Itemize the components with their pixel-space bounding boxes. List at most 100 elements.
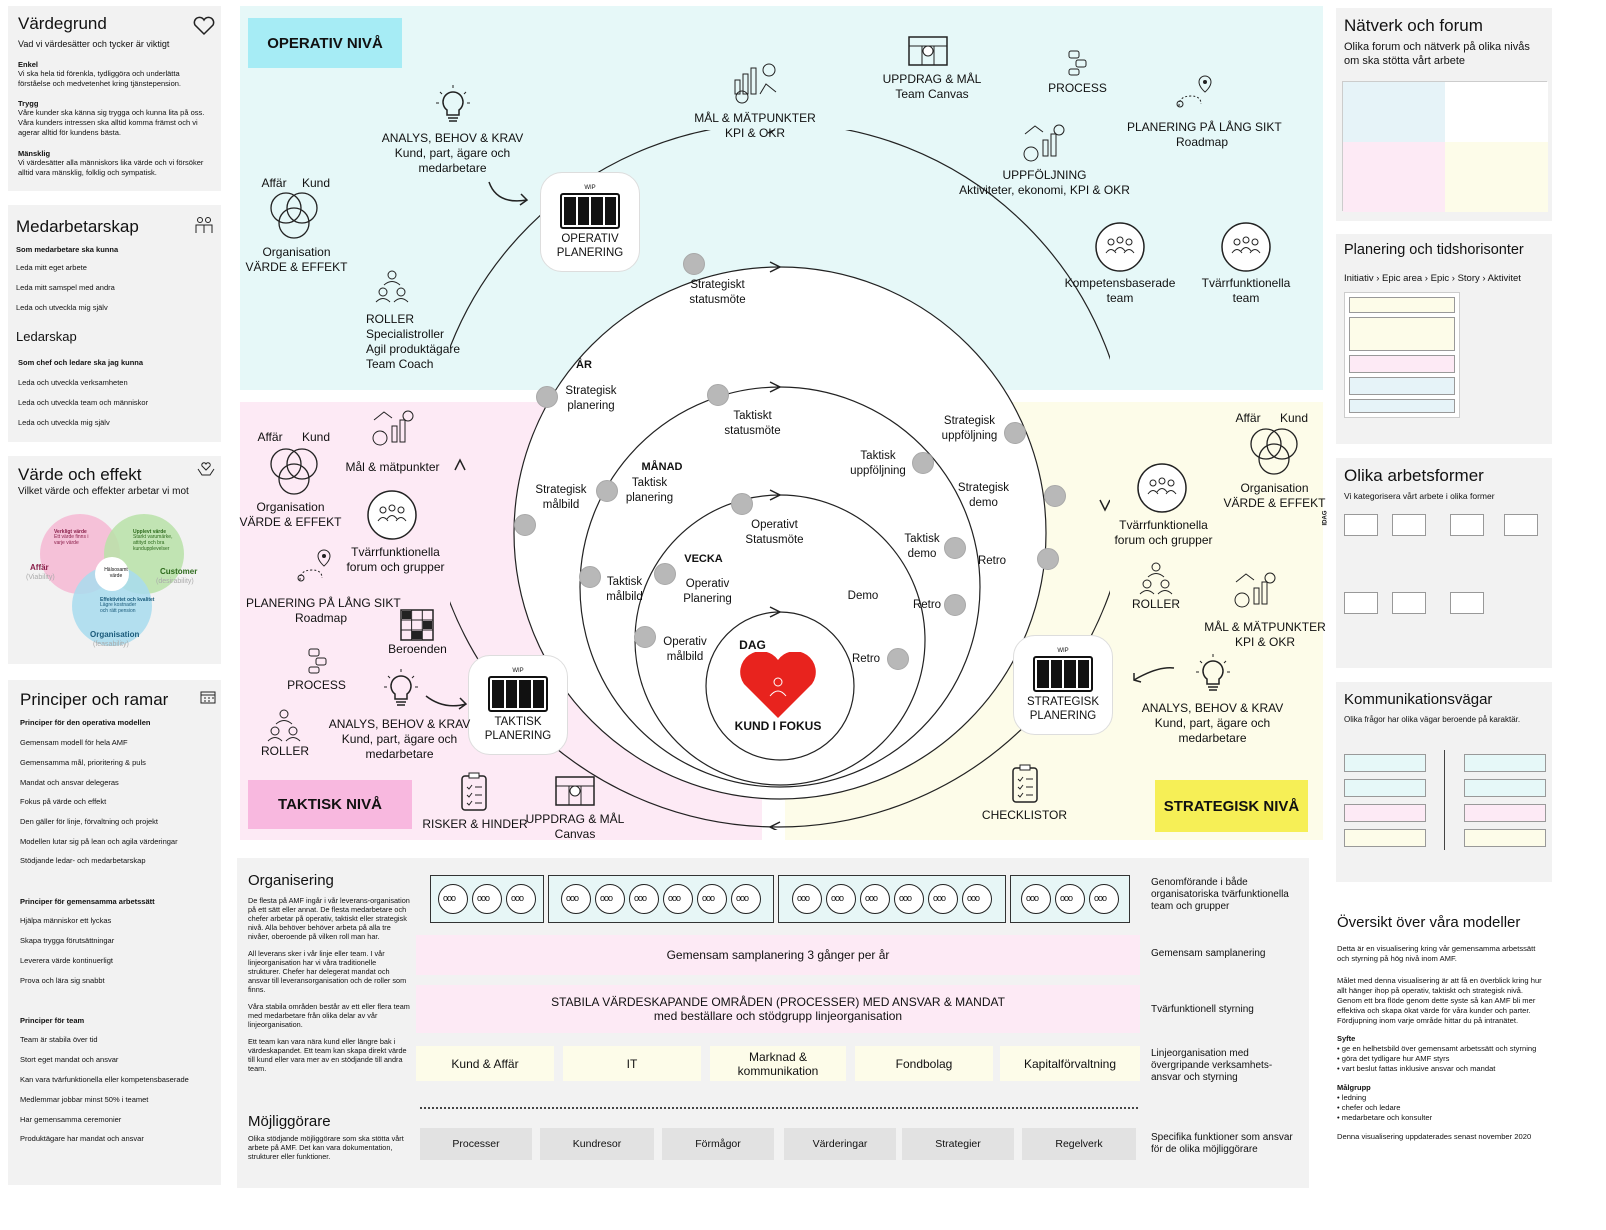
team-group[interactable] — [778, 875, 1006, 923]
enabler-kundresor[interactable]: Kundresor — [540, 1128, 654, 1160]
kpi-chart-icon — [734, 63, 777, 104]
value-head-mansklig: Mänsklig — [18, 149, 51, 158]
cycle-node[interactable] — [707, 384, 729, 406]
kommunikation-box[interactable] — [1464, 829, 1546, 847]
arbetsform-card[interactable] — [1392, 514, 1426, 536]
team-group[interactable] — [1010, 875, 1130, 923]
team-icon — [860, 884, 890, 914]
arbetsform-card[interactable] — [1392, 592, 1426, 614]
oversikt-updated: Denna visualisering uppdaterades senast … — [1337, 1132, 1532, 1141]
cycle-node[interactable] — [912, 452, 934, 474]
oversikt-syfte-item: • vart beslut fattas inklusive ansvar oc… — [1337, 1064, 1496, 1073]
principer-item: Gemensam modell för hela AMF — [20, 738, 128, 747]
enabler-strategier[interactable]: Strategier — [902, 1128, 1014, 1160]
tak-process-label: PROCESS — [287, 678, 346, 692]
venn-c1-text: Ett värde finns i varje värde — [54, 534, 89, 546]
kommunikation-box[interactable] — [1344, 829, 1426, 847]
medarbetarskap-item: Leda mitt eget arbete — [16, 263, 87, 272]
kommunikation-box[interactable] — [1344, 754, 1426, 772]
arbetsform-card[interactable] — [1504, 514, 1538, 536]
idag-label: IDAG — [1322, 510, 1329, 526]
arbetsform-card[interactable] — [1450, 514, 1484, 536]
arbetsform-card[interactable] — [1344, 592, 1378, 614]
mojliggorare-title: Möjliggörare — [248, 1113, 331, 1130]
arbetsformer-title: Olika arbetsformer — [1344, 466, 1484, 485]
arbetsform-card[interactable] — [1450, 592, 1484, 614]
enabler-processer[interactable]: Processer — [420, 1128, 532, 1160]
cycle-node[interactable] — [579, 566, 601, 588]
medarbetarskap-sub: Som medarbetare ska kunna — [16, 245, 119, 254]
roadmap-pin-icon — [1176, 75, 1212, 108]
ledarskap-sub: Som chef och ledare ska jag kunna — [18, 358, 144, 367]
linje-kapitalforvaltning: Kapitalförvaltning — [1000, 1046, 1140, 1081]
team-icon — [1221, 222, 1271, 272]
enabler-varderingar[interactable]: Värderingar — [784, 1128, 896, 1160]
cycle-node[interactable] — [731, 493, 753, 515]
cycle-node[interactable] — [683, 253, 705, 275]
enabler-formagor[interactable]: Förmågor — [662, 1128, 774, 1160]
team-icon — [1095, 222, 1145, 272]
kommunikation-box[interactable] — [1344, 804, 1426, 822]
venn-c3-text: Lägre kostnader och rätt pension — [100, 602, 137, 614]
team-group[interactable] — [430, 875, 544, 923]
principer-item: Mandat och ansvar delegeras — [20, 778, 119, 787]
venn-customer: Customer — [160, 567, 198, 576]
kommunikation-box[interactable] — [1464, 804, 1546, 822]
cycle-node[interactable] — [887, 648, 909, 670]
kommunikation-box[interactable] — [1464, 779, 1546, 797]
cycle-node[interactable] — [634, 626, 656, 648]
side-gemensam: Gemensam samplanering — [1151, 948, 1266, 959]
cycle-node[interactable] — [944, 594, 966, 616]
natverk-thumbnail[interactable] — [1342, 81, 1548, 212]
team-group[interactable] — [548, 875, 774, 923]
cycle-label: Demo — [847, 590, 879, 602]
ledarskap-title: Ledarskap — [16, 329, 77, 344]
venn-org-icon — [1250, 428, 1298, 475]
arbetsform-card[interactable] — [1344, 514, 1378, 536]
oversikt-p1: Detta är en visualisering kring vår geme… — [1337, 944, 1536, 963]
tak-mal-label: Mål & mätpunkter — [345, 460, 440, 474]
cycle-node[interactable] — [1004, 422, 1026, 444]
natverk-panel: Nätverk och forum Olika forum och nätver… — [1336, 8, 1552, 221]
cycle-node[interactable] — [944, 537, 966, 559]
cycle-node[interactable] — [514, 514, 536, 536]
principer-item: Har gemensamma ceremonier — [20, 1115, 122, 1124]
uppfoljning-chart-icon — [1023, 124, 1065, 162]
oversikt-title: Översikt över våra modeller — [1337, 914, 1521, 931]
side-genomforande: Genomförande i både organisatoriska tvär… — [1151, 877, 1289, 912]
kommunikation-box[interactable] — [1464, 754, 1546, 772]
cycle-node[interactable] — [596, 480, 618, 502]
medarbetarskap-item: Leda mitt samspel med andra — [16, 283, 115, 292]
roles-icon — [375, 270, 409, 303]
value-text-trygg: Våre kunder ska känna sig trygga och kun… — [18, 108, 205, 137]
organisering-text: De flesta på AMF ingår i vår leverans-or… — [248, 896, 410, 1073]
enabler-regelverk[interactable]: Regelverk — [1022, 1128, 1136, 1160]
team-icon — [1055, 884, 1085, 914]
taktisk-level-label: TAKTISK NIVÅ — [248, 780, 412, 829]
oversikt-malgrupp-item: • ledning — [1337, 1093, 1367, 1102]
planering-thumbnail[interactable] — [1344, 292, 1460, 418]
cycle-node[interactable] — [1044, 485, 1066, 507]
cycle-node[interactable] — [654, 563, 676, 585]
kommunikation-box[interactable] — [1344, 779, 1426, 797]
value-text-enkel: Vi ska hela tid förenkla, tydliggöra och… — [18, 69, 182, 88]
cycle-node[interactable] — [536, 386, 558, 408]
cycle-node[interactable] — [1037, 548, 1059, 570]
hands-heart-icon — [197, 462, 215, 476]
venn-org-sub: (feasability) — [93, 641, 129, 648]
kpi-chart-icon — [1234, 572, 1276, 608]
